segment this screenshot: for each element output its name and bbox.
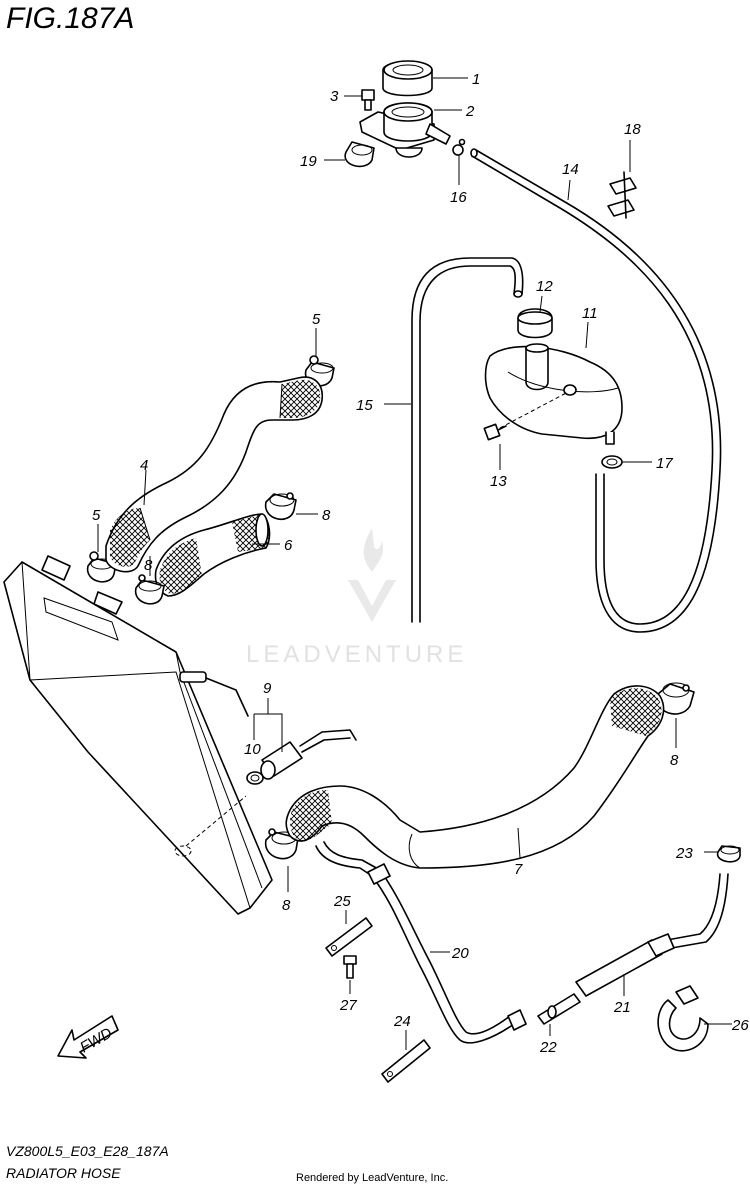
model-code: VZ800L5_E03_E28_187A: [6, 1143, 169, 1159]
callout-8-upper-left[interactable]: 8: [144, 557, 153, 574]
clamp-8-upper-right[interactable]: [265, 492, 297, 521]
callout-14[interactable]: 14: [562, 161, 579, 178]
clip-18[interactable]: [607, 171, 637, 219]
callout-3[interactable]: 3: [330, 88, 339, 105]
temperature-sensor[interactable]: [260, 729, 357, 780]
callout-24[interactable]: 24: [393, 1013, 411, 1030]
radiator-cap[interactable]: [382, 60, 433, 97]
clamp-17[interactable]: [601, 455, 623, 469]
callout-1[interactable]: 1: [472, 71, 480, 88]
callout-16[interactable]: 16: [450, 189, 467, 206]
callout-25[interactable]: 25: [333, 893, 351, 910]
callout-19[interactable]: 19: [300, 153, 317, 170]
callout-15[interactable]: 15: [356, 397, 373, 414]
figure-title: FIG.187A: [6, 2, 134, 35]
hose-20[interactable]: [315, 841, 527, 1044]
callout-17[interactable]: 17: [656, 455, 673, 472]
callout-8-lower[interactable]: 8: [282, 897, 291, 914]
reservoir-bolt[interactable]: [483, 423, 507, 441]
callout-5-lower[interactable]: 5: [92, 507, 101, 524]
callout-27[interactable]: 27: [339, 997, 357, 1014]
bracket-24[interactable]: [381, 1039, 431, 1083]
callout-8-right[interactable]: 8: [670, 752, 679, 769]
connector-22[interactable]: [537, 993, 581, 1025]
callout-18[interactable]: 18: [624, 121, 641, 138]
clip-16[interactable]: [452, 138, 466, 156]
clamp-26[interactable]: [657, 985, 709, 1052]
callout-13[interactable]: 13: [490, 473, 507, 490]
filler-neck-bolt[interactable]: [361, 89, 375, 111]
forward-direction-arrow: FWD: [57, 1015, 119, 1059]
radiator-hose-6[interactable]: [154, 513, 271, 597]
clamp-19[interactable]: [344, 141, 375, 168]
bolt-27[interactable]: [343, 955, 357, 979]
render-credit: Rendered by LeadVenture, Inc.: [296, 1172, 448, 1184]
hose-14[interactable]: [470, 148, 722, 633]
watermark-logo: LEADVENTURE: [246, 528, 467, 668]
radiator-hose-4[interactable]: [105, 376, 323, 573]
callout-22[interactable]: 22: [539, 1039, 557, 1056]
callout-8-upper-right[interactable]: 8: [322, 507, 331, 524]
filler-neck[interactable]: [359, 102, 451, 158]
callout-12[interactable]: 12: [536, 278, 553, 295]
callout-21[interactable]: 21: [613, 999, 631, 1016]
hose-15[interactable]: [411, 257, 524, 623]
bracket-25[interactable]: [325, 917, 373, 957]
callout-5-upper[interactable]: 5: [312, 311, 321, 328]
hose-21[interactable]: [575, 873, 729, 997]
watermark-text: LEADVENTURE: [246, 641, 467, 668]
callout-11[interactable]: 11: [582, 305, 598, 322]
callout-9[interactable]: 9: [263, 680, 272, 697]
radiator[interactable]: [3, 555, 273, 915]
callout-4[interactable]: 4: [140, 457, 148, 474]
clamp-8-upper-left[interactable]: [135, 574, 165, 605]
callout-20[interactable]: 20: [451, 945, 469, 962]
reservoir-cap[interactable]: [517, 308, 553, 339]
callout-26[interactable]: 26: [731, 1017, 749, 1034]
radiator-hose-7[interactable]: [285, 685, 665, 869]
clamp-23[interactable]: [716, 845, 741, 863]
callout-7[interactable]: 7: [514, 861, 523, 878]
callout-6[interactable]: 6: [284, 537, 293, 554]
clamp-8-right[interactable]: [656, 682, 695, 715]
callout-10[interactable]: 10: [244, 741, 261, 758]
sensor-washer[interactable]: [246, 771, 264, 785]
section-name: RADIATOR HOSE: [6, 1165, 121, 1181]
callout-2[interactable]: 2: [465, 103, 475, 120]
callout-23[interactable]: 23: [675, 845, 693, 862]
reservoir-tank[interactable]: [484, 343, 623, 445]
